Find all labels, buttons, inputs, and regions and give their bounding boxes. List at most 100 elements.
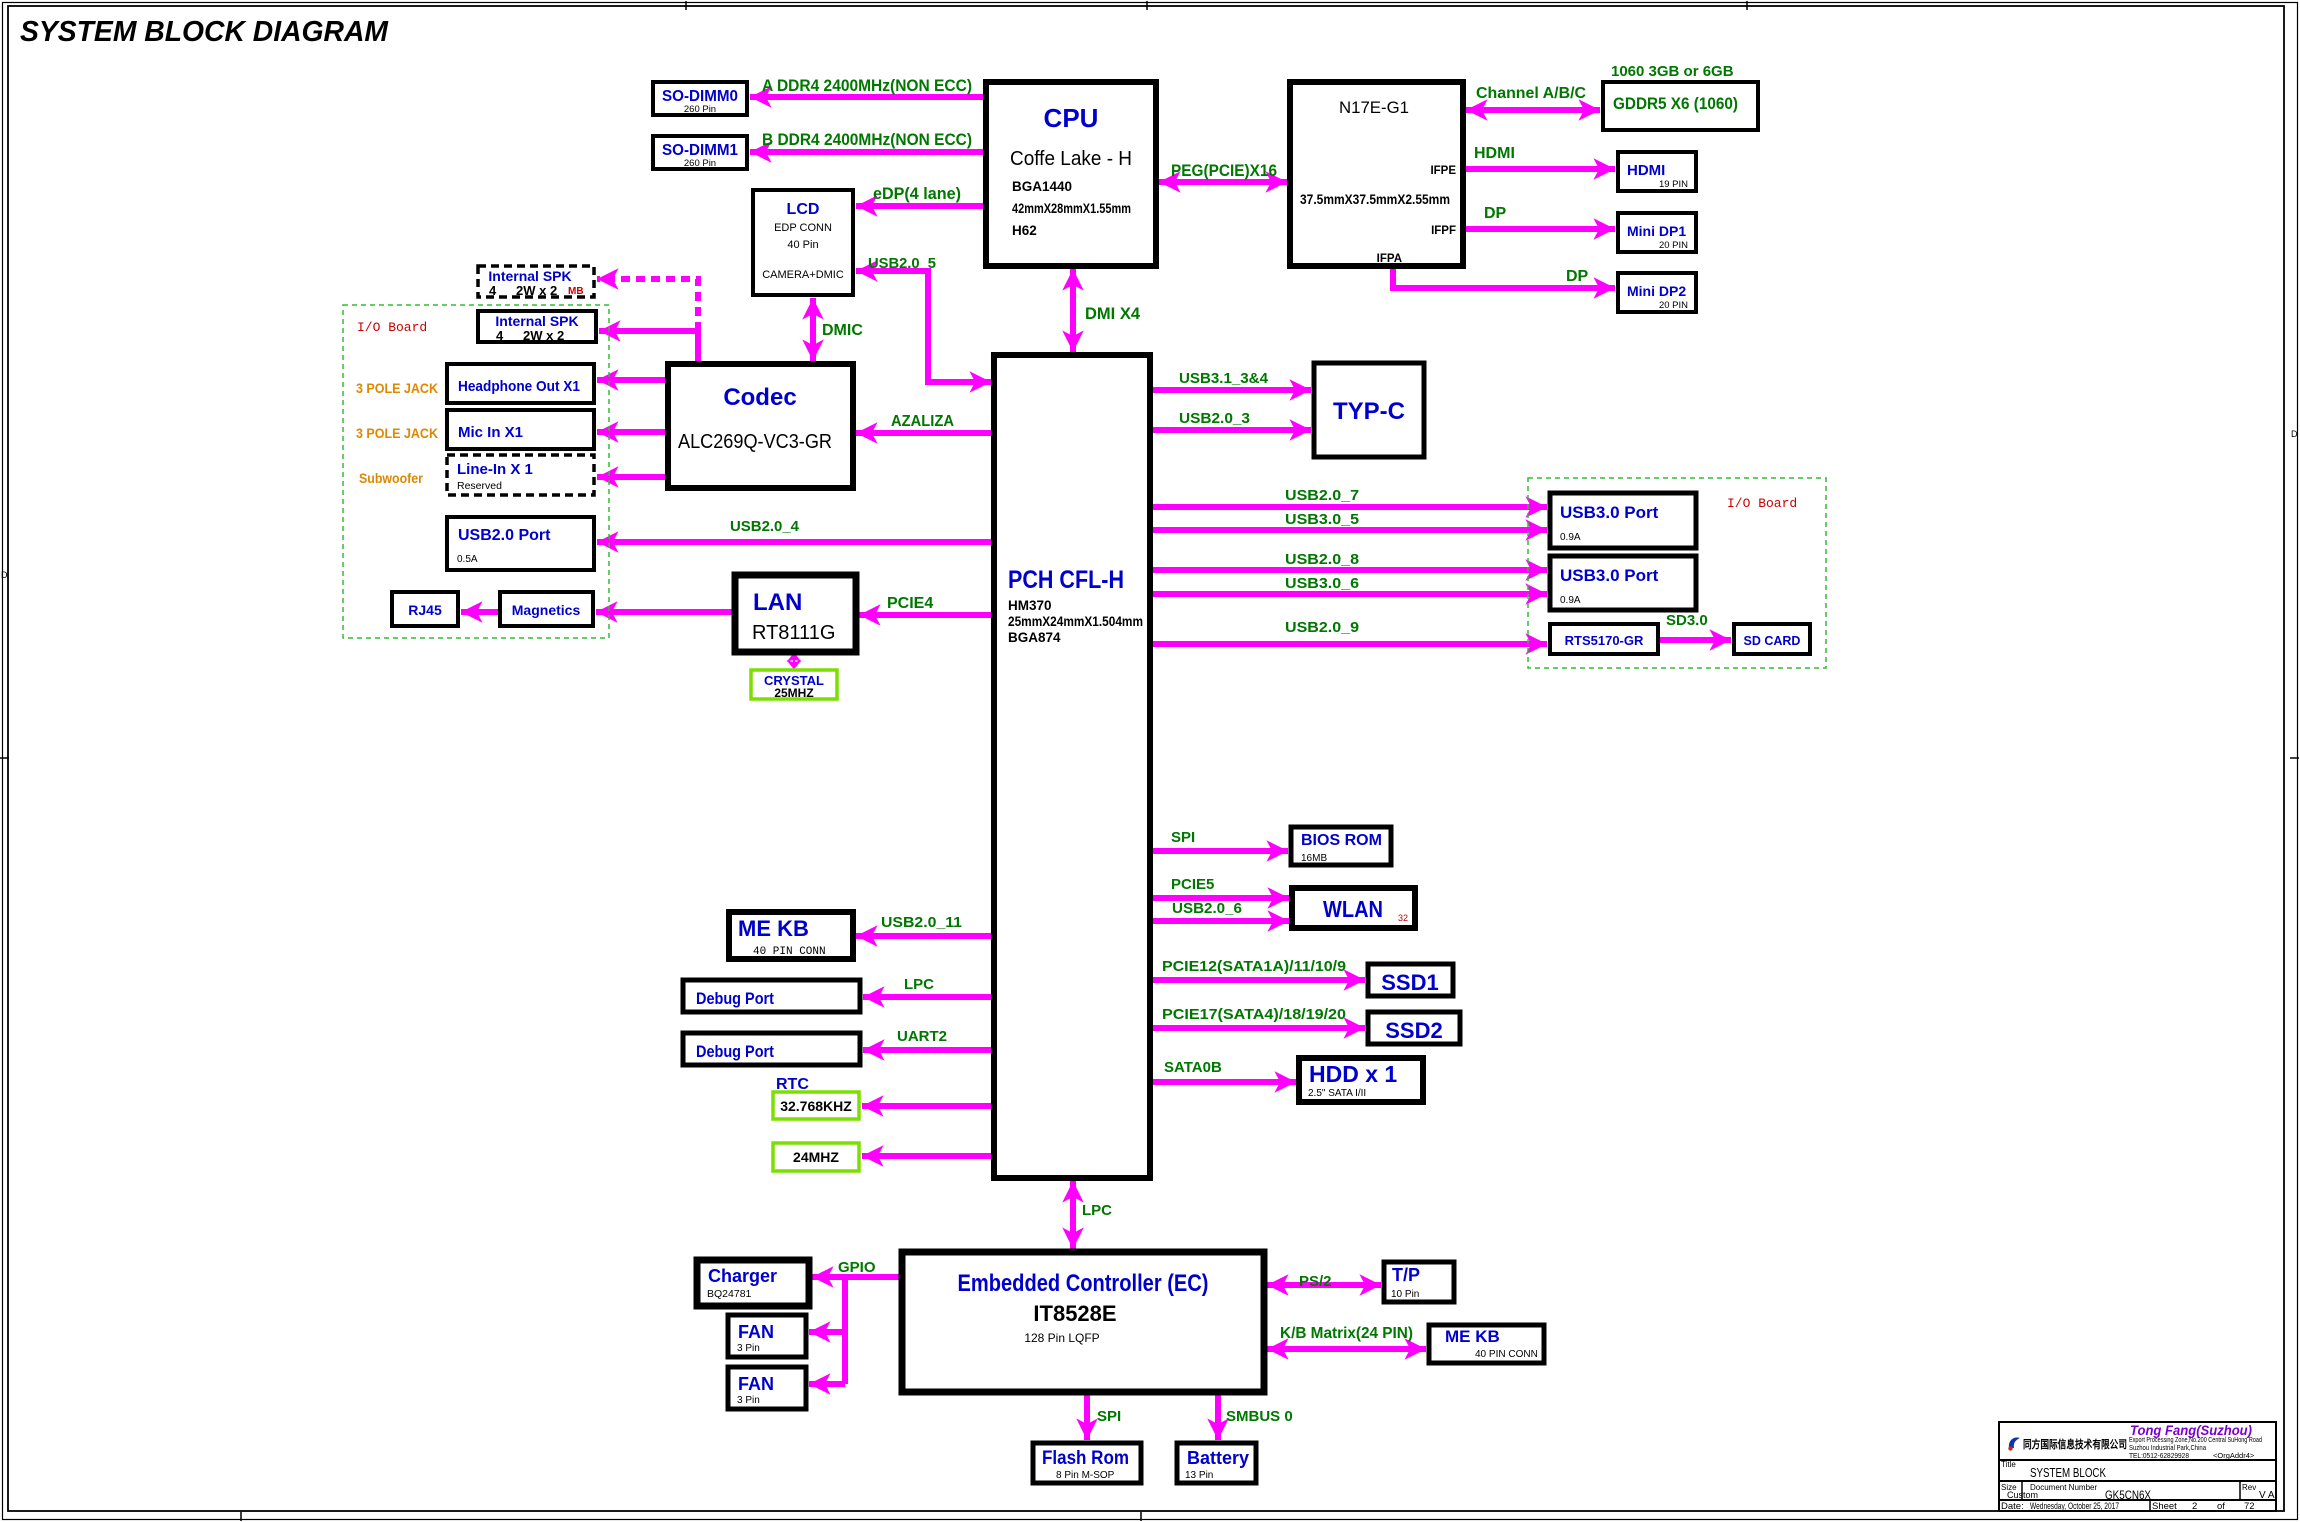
svg-text:DMIC: DMIC: [822, 322, 863, 339]
svg-text:1060 3GB or 6GB: 1060 3GB or 6GB: [1611, 63, 1734, 80]
svg-text:Headphone Out X1: Headphone Out X1: [458, 378, 580, 395]
svg-text:Mini DP2: Mini DP2: [1627, 283, 1686, 299]
svg-text:IFPE: IFPE: [1430, 165, 1456, 177]
svg-text:FAN: FAN: [738, 1322, 774, 1342]
svg-text:0.9A: 0.9A: [1560, 595, 1581, 606]
svg-text:PCIE17(SATA4)/18/19/20: PCIE17(SATA4)/18/19/20: [1162, 1006, 1346, 1023]
svg-text:SSD2: SSD2: [1385, 1018, 1442, 1043]
svg-text:USB3.0_6: USB3.0_6: [1285, 575, 1359, 592]
svg-text:RTC: RTC: [776, 1076, 809, 1093]
svg-text:SPI: SPI: [1097, 1408, 1121, 1425]
svg-text:HDMI: HDMI: [1627, 162, 1665, 179]
svg-text:0.5A: 0.5A: [457, 554, 478, 565]
svg-text:Mini DP1: Mini DP1: [1627, 223, 1686, 239]
svg-text:SPI: SPI: [1171, 829, 1195, 846]
svg-text:25MHZ: 25MHZ: [774, 686, 813, 700]
svg-text:LAN: LAN: [753, 589, 802, 616]
svg-text:USB3.0 Port: USB3.0 Port: [1560, 566, 1659, 585]
svg-text:2W x 2: 2W x 2: [523, 328, 564, 343]
svg-text:eDP(4 lane): eDP(4 lane): [873, 184, 961, 203]
svg-text:MB: MB: [568, 286, 584, 297]
svg-text:Wednesday, October 25, 2017: Wednesday, October 25, 2017: [2030, 1501, 2119, 1512]
svg-text:24MHZ: 24MHZ: [793, 1149, 839, 1165]
svg-text:Charger: Charger: [708, 1266, 777, 1286]
svg-text:Embedded Controller (EC): Embedded Controller (EC): [958, 1270, 1209, 1297]
svg-text:8 Pin M-SOP: 8 Pin M-SOP: [1056, 1470, 1115, 1481]
svg-text:Battery: Battery: [1187, 1448, 1249, 1468]
svg-text:128 Pin LQFP: 128 Pin LQFP: [1024, 1331, 1099, 1345]
svg-text:D: D: [2291, 429, 2298, 439]
svg-text:BGA1440: BGA1440: [1012, 179, 1072, 194]
svg-text:72: 72: [2244, 1501, 2255, 1512]
svg-text:RTS5170-GR: RTS5170-GR: [1565, 633, 1644, 648]
svg-text:DMI X4: DMI X4: [1085, 304, 1141, 323]
svg-text:260 Pin: 260 Pin: [684, 104, 716, 115]
svg-text:N17E-G1: N17E-G1: [1339, 98, 1409, 117]
svg-text:Sheet: Sheet: [2152, 1501, 2177, 1512]
svg-text:42mmX28mmX1.55mm: 42mmX28mmX1.55mm: [1012, 201, 1131, 216]
svg-text:32.768KHZ: 32.768KHZ: [780, 1098, 852, 1114]
svg-text:SSD1: SSD1: [1381, 970, 1438, 995]
svg-text:Subwoofer: Subwoofer: [359, 471, 424, 486]
svg-text:4: 4: [489, 283, 497, 298]
svg-text:USB2.0_7: USB2.0_7: [1285, 487, 1359, 504]
svg-text:ME KB: ME KB: [738, 916, 809, 941]
svg-text:USB2.0_4: USB2.0_4: [730, 518, 800, 535]
svg-text:USB2.0_8: USB2.0_8: [1285, 551, 1359, 568]
svg-text:I/O Board: I/O Board: [1727, 496, 1797, 511]
svg-text:Date:: Date:: [2001, 1501, 2024, 1512]
svg-text:4: 4: [496, 328, 504, 343]
svg-text:SD3.0: SD3.0: [1666, 612, 1708, 629]
svg-text:V A: V A: [2259, 1490, 2275, 1501]
svg-text:B DDR4 2400MHz(NON ECC): B DDR4 2400MHz(NON ECC): [762, 130, 972, 149]
svg-text:GDDR5 X6 (1060): GDDR5 X6 (1060): [1613, 94, 1738, 113]
svg-text:LPC: LPC: [904, 976, 934, 993]
svg-text:DP: DP: [1566, 268, 1589, 285]
svg-text:RT8111G: RT8111G: [752, 622, 835, 644]
svg-text:T/P: T/P: [1392, 1265, 1420, 1285]
svg-text:CPU: CPU: [1044, 103, 1099, 133]
svg-text:USB3.1_3&4: USB3.1_3&4: [1179, 370, 1269, 387]
svg-text:BQ24781: BQ24781: [707, 1288, 752, 1300]
svg-text:Coffe Lake - H: Coffe Lake - H: [1010, 148, 1132, 170]
svg-text:2W x 2: 2W x 2: [516, 283, 557, 298]
svg-text:PEG(PCIE)X16: PEG(PCIE)X16: [1171, 161, 1277, 180]
svg-text:Rev: Rev: [2242, 1483, 2256, 1492]
svg-text:A DDR4 2400MHz(NON ECC): A DDR4 2400MHz(NON ECC): [762, 76, 972, 95]
svg-text:USB3.0 Port: USB3.0 Port: [1560, 503, 1659, 522]
svg-text:TYP-C: TYP-C: [1333, 398, 1405, 425]
svg-text:Debug Port: Debug Port: [696, 989, 774, 1008]
svg-text:3 POLE JACK: 3 POLE JACK: [356, 426, 438, 441]
svg-text:3 Pin: 3 Pin: [737, 1395, 760, 1406]
svg-text:SMBUS 0: SMBUS 0: [1226, 1408, 1293, 1425]
svg-text:DP: DP: [1484, 205, 1507, 222]
svg-text:SYSTEM BLOCK DIAGRAM: SYSTEM BLOCK DIAGRAM: [20, 16, 389, 48]
svg-text:Flash Rom: Flash Rom: [1042, 1448, 1129, 1469]
svg-text:PCIE4: PCIE4: [887, 595, 933, 612]
svg-text:Tong Fang(Suzhou): Tong Fang(Suzhou): [2130, 1422, 2252, 1438]
svg-text:Debug Port: Debug Port: [696, 1042, 774, 1061]
svg-text:Reserved: Reserved: [457, 480, 502, 492]
svg-text:Suzhou Industrial Park,China: Suzhou Industrial Park,China: [2129, 1443, 2207, 1452]
svg-text:<OrgAddr4>: <OrgAddr4>: [2213, 1451, 2255, 1460]
svg-text:HDD x 1: HDD x 1: [1309, 1061, 1397, 1087]
svg-text:Custom: Custom: [2007, 1490, 2038, 1500]
svg-text:3 Pin: 3 Pin: [737, 1343, 760, 1354]
svg-text:ME KB: ME KB: [1445, 1327, 1500, 1346]
svg-text:2.5" SATA I/II: 2.5" SATA I/II: [1308, 1088, 1366, 1099]
svg-text:BGA874: BGA874: [1008, 630, 1061, 645]
svg-text:IT8528E: IT8528E: [1033, 1301, 1116, 1326]
svg-text:同方国际信息技术有限公司: 同方国际信息技术有限公司: [2023, 1437, 2127, 1451]
svg-text:2: 2: [2192, 1501, 2197, 1512]
svg-text:Codec: Codec: [723, 384, 796, 411]
svg-text:32: 32: [1398, 913, 1408, 923]
svg-text:3 POLE JACK: 3 POLE JACK: [356, 381, 438, 396]
svg-text:260 Pin: 260 Pin: [684, 158, 716, 169]
svg-text:16MB: 16MB: [1301, 853, 1327, 864]
svg-text:19 PIN: 19 PIN: [1659, 179, 1688, 190]
svg-text:USB2.0 Port: USB2.0 Port: [458, 527, 551, 544]
svg-text:of: of: [2217, 1501, 2225, 1512]
svg-text:D: D: [1, 570, 8, 580]
svg-text:UART2: UART2: [897, 1028, 947, 1045]
svg-text:PS/2: PS/2: [1299, 1273, 1332, 1290]
